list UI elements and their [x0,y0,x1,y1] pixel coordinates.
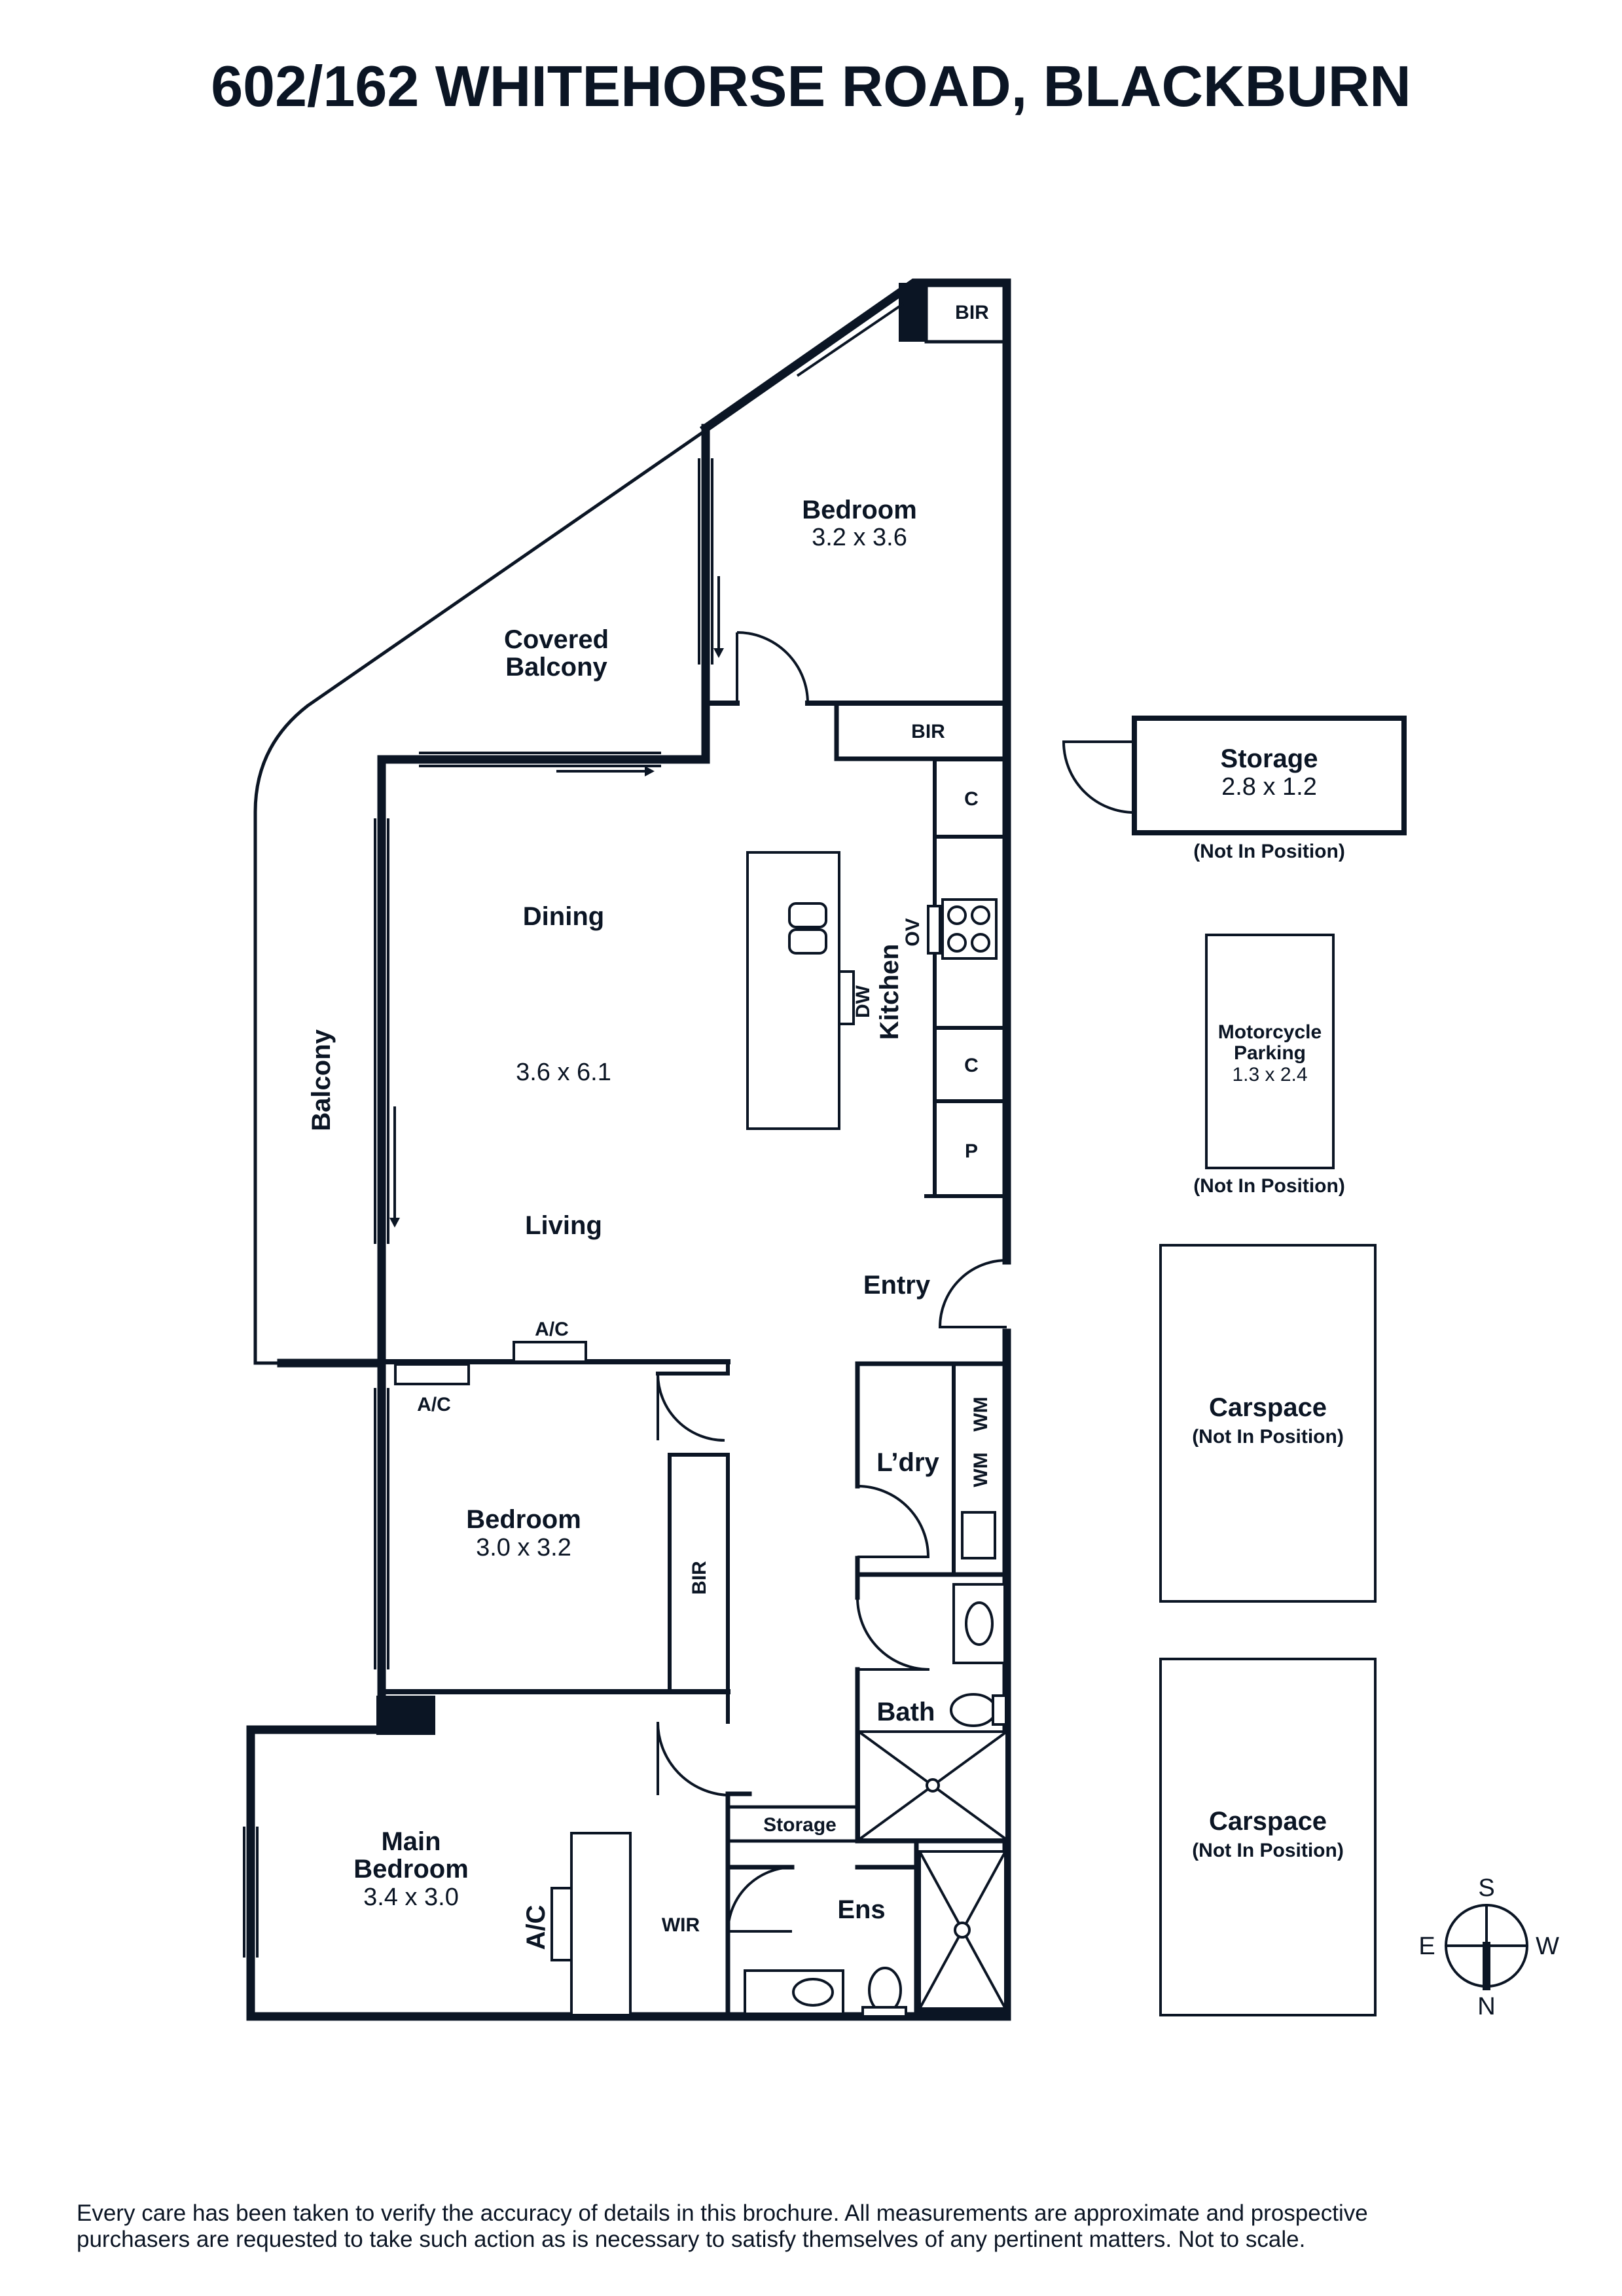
carspace-1-note: (Not In Position) [1192,1426,1344,1448]
compass-n: N [1477,1993,1495,2020]
ensuite-toilet-icon [868,1967,902,2014]
wm-top: WM [970,1396,992,1431]
compass: S E W N [1418,1874,1559,2020]
kitchen-island [746,851,840,1130]
kitchen-fixtures [394,851,1008,2018]
room-labels: Bedroom 3.2 x 3.6 BIR BIR Covered Balcon… [307,302,992,1950]
disclaimer-line1: Every care has been taken to verify the … [77,2200,1368,2226]
windows [243,295,905,1958]
wir-label: WIR [662,1914,700,1936]
bir-top: BIR [955,302,989,323]
cupboard-bottom: C [964,1055,979,1076]
motorcycle-line2: Parking [1234,1042,1306,1064]
bedroom-middle-dims: 3.0 x 3.2 [476,1534,571,1561]
motorcycle-parking [1205,934,1335,1169]
bedroom-middle-name: Bedroom [466,1505,581,1534]
motorcycle-dims: 1.3 x 2.4 [1232,1064,1307,1085]
carspace-1 [1159,1244,1377,1603]
main-bedroom-dims: 3.4 x 3.0 [363,1884,459,1911]
compass-e: E [1418,1933,1435,1960]
carspace-1-name: Carspace [1209,1393,1327,1422]
entry-label: Entry [863,1271,931,1300]
carspace-2-name: Carspace [1209,1807,1327,1836]
bedroom-top-name: Bedroom [802,496,917,524]
kitchen-label: Kitchen [875,944,904,1040]
carspace-2 [1159,1658,1377,2016]
storage-inner-label: Storage [763,1814,837,1836]
balcony-outline [253,427,710,1365]
interior-walls [379,281,1009,2019]
ac-unit-bedroom [394,1363,470,1385]
ensuite-label: Ens [837,1895,885,1924]
ac-unit-living [513,1341,587,1363]
bir-kitchen: BIR [911,721,945,742]
bath-vanity-icon [952,1583,1006,1664]
storage-external-name: Storage [1221,744,1318,773]
page-title: 602/162 WHITEHORSE ROAD, BLACKBURN [211,54,1411,118]
external-areas: Storage 2.8 x 1.2 (Not In Position) Moto… [1062,716,1407,2016]
living-dims: 3.6 x 6.1 [516,1059,611,1086]
laundry-label: L’dry [876,1448,939,1477]
ac-main-bedroom-label: A/C [522,1905,550,1950]
ac-living-label: A/C [535,1319,569,1340]
storage-external [1132,716,1407,835]
motorcycle-note: (Not In Position) [1193,1175,1345,1197]
bir-middle: BIR [689,1561,710,1595]
disclaimer-line2: purchasers are requested to take such ac… [77,2227,1305,2252]
door-swings [656,631,1007,1933]
compass-s: S [1478,1874,1494,1902]
living-label: Living [525,1211,602,1240]
cupboard-top: C [964,788,979,810]
ov-label: OV [902,918,924,946]
main-bedroom-line2: Bedroom [353,1855,469,1884]
covered-balcony-line2: Balcony [505,653,607,682]
dining-label: Dining [523,902,604,931]
storage-external-note: (Not In Position) [1193,841,1345,862]
bath-toilet-icon [950,1693,997,1727]
motorcycle-line1: Motorcycle [1218,1021,1322,1043]
ac-bedroom-label: A/C [417,1394,451,1415]
wm-bottom: WM [970,1452,992,1487]
dw-label: DW [852,985,874,1018]
main-bedroom-line1: Main [381,1827,441,1856]
wir-shelf [570,1832,632,2016]
bedroom-top-dims: 3.2 x 3.6 [812,524,907,551]
bath-label: Bath [877,1698,935,1726]
compass-w: W [1536,1933,1559,1960]
storage-external-dims: 2.8 x 1.2 [1221,773,1317,801]
laundry-tub-icon [961,1511,996,1559]
pantry-label: P [965,1140,978,1162]
carspace-2-note: (Not In Position) [1192,1840,1344,1861]
covered-balcony-line1: Covered [504,625,609,654]
balcony-label: Balcony [307,1029,336,1131]
